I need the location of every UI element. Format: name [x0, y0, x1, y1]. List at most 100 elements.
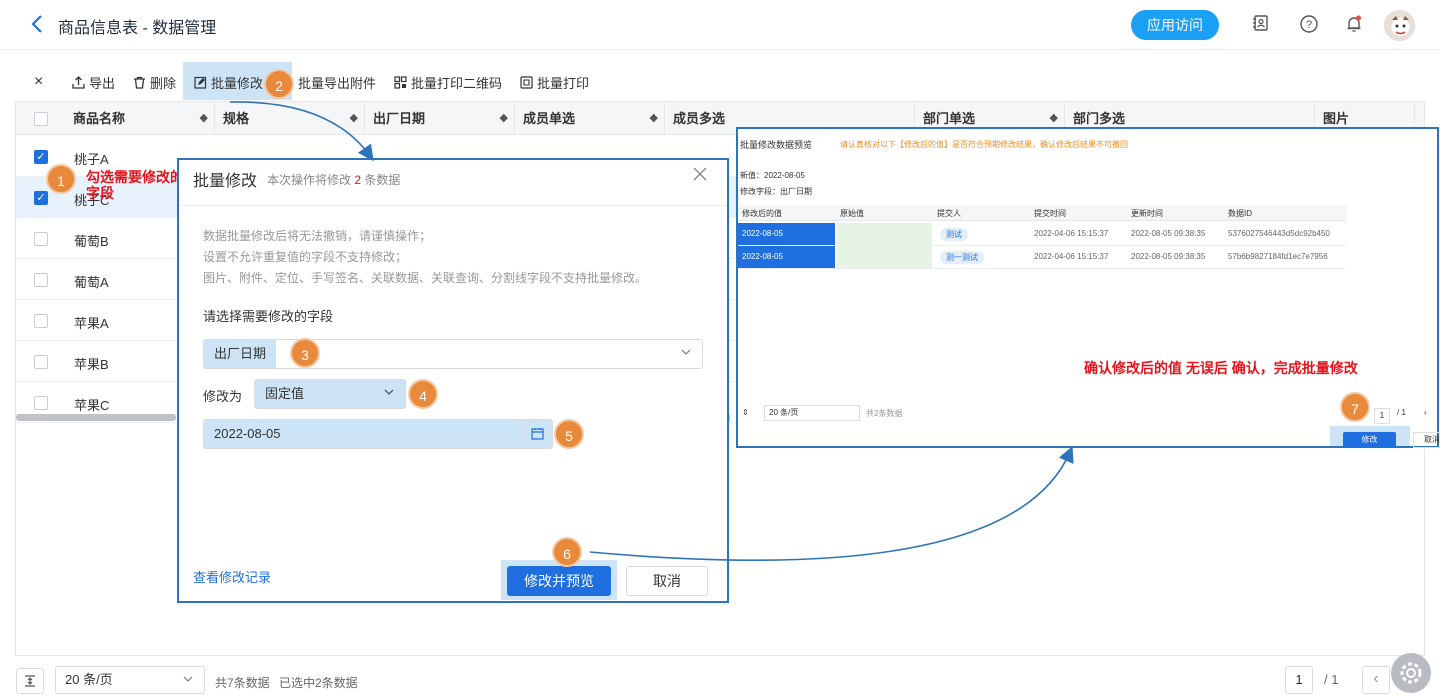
- cell-product-name: 苹果A: [74, 316, 109, 331]
- delete-button[interactable]: 删除: [133, 72, 176, 92]
- back-chevron-icon[interactable]: [30, 13, 50, 37]
- help-icon[interactable]: ?: [1299, 14, 1319, 34]
- column-header-name[interactable]: 商品名称◆: [65, 102, 215, 135]
- sort-icon[interactable]: ◆: [649, 112, 658, 124]
- column-label: 图片: [1323, 111, 1350, 126]
- column-header-member-single[interactable]: 成员单选 ◆: [515, 102, 665, 135]
- field-select-value: 出厂日期: [204, 340, 277, 368]
- preview-submitter-tag: 测试: [940, 228, 968, 241]
- field-select-label: 请选择需要修改的字段: [203, 309, 334, 324]
- column-header-date[interactable]: 出厂日期◆: [365, 102, 515, 135]
- footer-total: 共7条数据: [215, 676, 270, 690]
- preview-expand-icon[interactable]: ⇕: [742, 408, 749, 417]
- page-number-input[interactable]: 1: [1285, 666, 1313, 694]
- edit-icon: [194, 76, 207, 89]
- subtitle-prefix: 本次操作将修改: [267, 173, 352, 187]
- field-select[interactable]: 出厂日期: [203, 339, 703, 369]
- modify-and-preview-button[interactable]: 修改并预览: [507, 566, 611, 596]
- row-checkbox[interactable]: ✓: [34, 191, 48, 205]
- contacts-icon[interactable]: [1252, 14, 1272, 34]
- cell-product-name: 苹果B: [74, 357, 109, 372]
- preview-title: 批量修改数据预览: [740, 140, 813, 150]
- preview-column-header: 更新时间: [1131, 209, 1163, 218]
- step-badge-2: 2: [264, 69, 294, 99]
- date-input-value: 2022-08-05: [214, 426, 281, 441]
- user-avatar[interactable]: [1384, 10, 1415, 41]
- batch-edit-label: 批量修改: [211, 75, 264, 91]
- preview-confirm-button[interactable]: 修改: [1343, 432, 1396, 448]
- expand-rows-button[interactable]: [16, 668, 44, 694]
- batch-print-button[interactable]: 批量打印: [520, 72, 589, 92]
- column-label: 成员单选: [523, 111, 576, 126]
- row-checkbox[interactable]: [34, 232, 48, 246]
- batch-export-attachments-button[interactable]: 批量导出附件: [288, 72, 376, 92]
- preview-submitter-tag: 测一测试: [940, 251, 984, 264]
- preview-total: 共2条数据: [866, 409, 903, 418]
- calendar-icon[interactable]: [522, 420, 552, 448]
- sort-icon[interactable]: ◆: [499, 112, 508, 124]
- step-badge-3: 3: [290, 338, 320, 368]
- step-badge-4: 4: [408, 379, 438, 409]
- row-checkbox[interactable]: [34, 314, 48, 328]
- preview-prev-icon[interactable]: ‹: [1424, 408, 1427, 417]
- row-checkbox[interactable]: [34, 273, 48, 287]
- app-visit-button[interactable]: 应用访问: [1131, 10, 1219, 40]
- step-badge-1: 1: [46, 164, 76, 194]
- date-input[interactable]: 2022-08-05: [203, 419, 553, 449]
- preview-cell-id: 5376027546443d5dc92b450: [1228, 229, 1330, 238]
- preview-cell-submit-time: 2022-04-06 15:15:37: [1034, 229, 1109, 238]
- close-icon[interactable]: ×: [34, 73, 44, 90]
- trash-icon: [134, 76, 145, 89]
- row-checkbox[interactable]: [34, 355, 48, 369]
- preview-column-header: 原始值: [840, 209, 864, 218]
- column-header-image[interactable]: 图片: [1315, 102, 1415, 135]
- row-checkbox[interactable]: [34, 396, 48, 410]
- sort-icon[interactable]: ◆: [199, 112, 208, 124]
- step1-annotation: 勾选需要修改的字段: [86, 169, 184, 201]
- column-label: 规格: [223, 111, 250, 126]
- cell-product-name: 桃子C: [74, 193, 110, 208]
- column-header-dept-multi[interactable]: 部门多选: [1065, 102, 1315, 135]
- row-checkbox[interactable]: ✓: [34, 150, 48, 164]
- history-link[interactable]: 查看修改记录: [193, 570, 272, 585]
- column-header-spec[interactable]: 规格 ◆: [215, 102, 365, 135]
- preview-cancel-button[interactable]: 取消: [1413, 432, 1440, 448]
- preview-original-value-cell: [837, 246, 932, 268]
- arrow-step2-to-dialog: [229, 101, 374, 162]
- chevron-down-icon: [182, 668, 194, 694]
- settings-gear-icon[interactable]: [1391, 653, 1431, 693]
- batch-print-label: 批量打印: [537, 75, 590, 91]
- preview-cell-id: 57b6b9827184fd1ec7e7956: [1228, 252, 1328, 261]
- batch-export-attachments-label: 批量导出附件: [298, 75, 377, 91]
- modify-mode-select[interactable]: 固定值: [254, 379, 406, 409]
- preview-warning: 请认真核对以下【修改后的值】是否符合预期修改结果，确认修改后结果不可撤回: [840, 140, 1128, 149]
- export-label: 导出: [89, 75, 116, 91]
- sort-icon[interactable]: ◆: [349, 112, 358, 124]
- column-label: 部门多选: [1073, 111, 1126, 126]
- notification-bell-icon[interactable]: [1344, 14, 1364, 34]
- dialog-close-icon[interactable]: [692, 165, 708, 188]
- prev-page-button[interactable]: ‹: [1362, 666, 1390, 694]
- cancel-button[interactable]: 取消: [626, 566, 708, 596]
- preview-field: 修改字段：出厂日期: [740, 187, 812, 196]
- export-button[interactable]: 导出: [72, 72, 115, 92]
- select-all-checkbox[interactable]: [34, 112, 48, 126]
- chevron-down-icon: [680, 340, 692, 368]
- batch-edit-button[interactable]: 批量修改: [194, 72, 263, 92]
- expand-icon: [25, 675, 35, 687]
- delete-label: 删除: [150, 75, 177, 91]
- sort-icon[interactable]: ◆: [1049, 112, 1058, 124]
- preview-page-size[interactable]: 20 条/页: [764, 405, 860, 421]
- horizontal-scrollbar[interactable]: [16, 414, 176, 421]
- dialog-tip-3: 图片、附件、定位、手写签名、关联数据、关联查询、分割线字段不支持批量修改。: [203, 271, 648, 285]
- column-header-member-multi[interactable]: 成员多选: [665, 102, 915, 135]
- column-header-dept-single[interactable]: 部门单选◆: [915, 102, 1065, 135]
- preview-cell-update-time: 2022-08-05 09:38:35: [1131, 229, 1206, 238]
- batch-print-qr-button[interactable]: 批量打印二维码: [394, 72, 502, 92]
- cell-product-name: 桃子A: [74, 152, 109, 167]
- chevron-down-icon: [383, 380, 395, 408]
- preview-page-input[interactable]: 1: [1374, 408, 1390, 424]
- preview-column-header: 提交人: [937, 209, 961, 218]
- page-size-select[interactable]: 20 条/页: [55, 666, 205, 694]
- arrow-step6-to-preview: [589, 446, 1074, 561]
